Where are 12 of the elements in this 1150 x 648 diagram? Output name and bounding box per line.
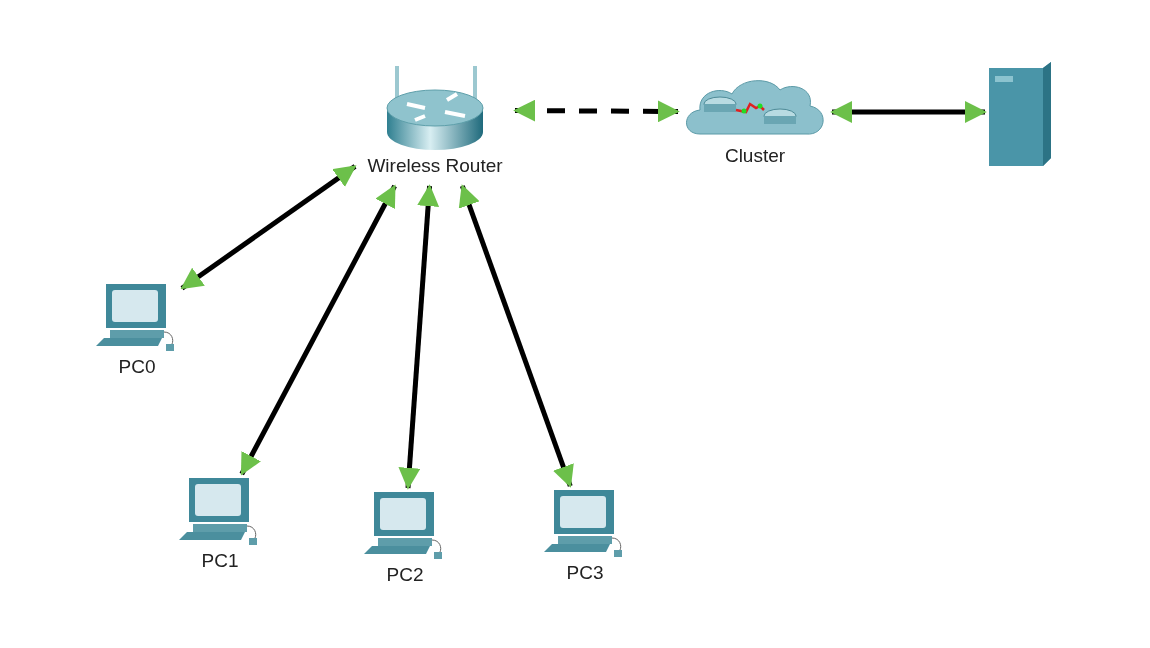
- network-link: [180, 164, 357, 291]
- network-link: [458, 184, 574, 488]
- device-label: Wireless Router: [367, 154, 503, 178]
- device-label: PC3: [566, 561, 604, 585]
- network-link: [830, 101, 987, 123]
- device-label: PC1: [201, 549, 239, 573]
- network-link: [513, 99, 680, 123]
- device-label: PC0: [118, 355, 156, 379]
- network-link: [239, 184, 397, 476]
- device-label: PC2: [386, 563, 424, 587]
- device-label: Cluster: [724, 144, 786, 168]
- network-link: [398, 184, 440, 490]
